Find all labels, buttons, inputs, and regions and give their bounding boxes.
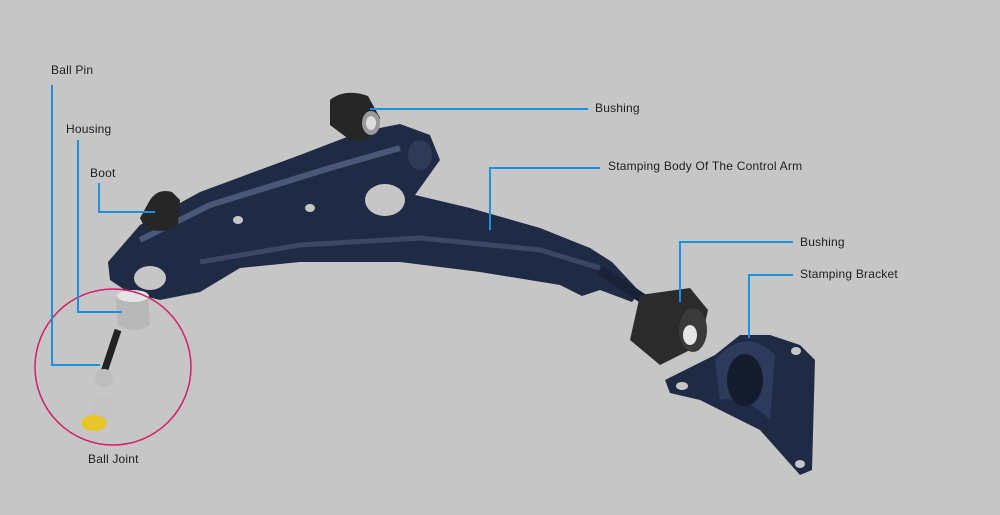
leader-bushing-right xyxy=(679,241,793,302)
ball-joint-parts xyxy=(81,290,150,431)
stamping-body-of-control-arm xyxy=(108,124,648,305)
ball-joint-highlight-circle xyxy=(34,288,192,446)
leader-ball-pin xyxy=(51,85,100,366)
stamping-bracket xyxy=(665,335,815,475)
label-stamping-bracket: Stamping Bracket xyxy=(800,267,898,281)
leader-lines xyxy=(51,85,793,366)
leader-stamping-bracket xyxy=(748,274,793,338)
label-housing: Housing xyxy=(66,122,112,136)
boot xyxy=(140,191,180,231)
label-boot: Boot xyxy=(90,166,116,180)
label-bushing-right: Bushing xyxy=(800,235,845,249)
leader-stamping-body xyxy=(489,167,600,230)
label-bushing-top: Bushing xyxy=(595,101,640,115)
leader-housing xyxy=(77,140,122,313)
label-ball-pin: Ball Pin xyxy=(51,63,94,77)
label-stamping-body: Stamping Body Of The Control Arm xyxy=(608,159,803,173)
leader-boot xyxy=(98,183,155,213)
bushing-right xyxy=(630,288,708,365)
label-ball-joint: Ball Joint xyxy=(88,452,139,466)
bushing-top xyxy=(330,92,380,141)
